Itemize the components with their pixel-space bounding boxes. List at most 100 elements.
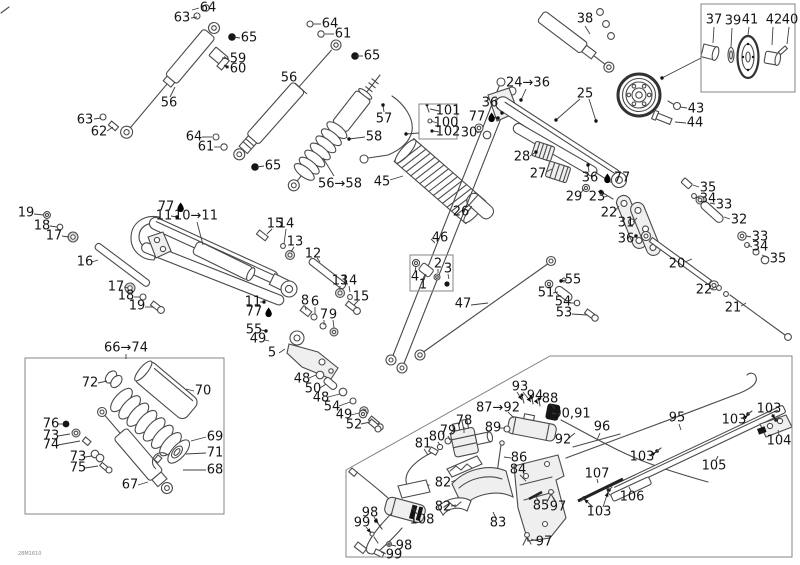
leader-line	[678, 423, 682, 431]
leader-line	[614, 205, 620, 212]
callout-38: 38	[577, 12, 594, 27]
leader-line	[432, 130, 440, 133]
callout-18: 18	[34, 219, 51, 234]
callout-29: 29	[566, 190, 583, 205]
leader-line	[429, 108, 440, 112]
leader-line	[545, 168, 553, 173]
callout-65: 65	[364, 49, 381, 64]
part-rear-shock-assembly	[62, 360, 198, 495]
callout-79: 79	[440, 424, 457, 439]
callout-17: 17	[46, 229, 63, 244]
callout-25: 25	[577, 87, 594, 102]
leader-line	[283, 228, 287, 245]
leader-line	[278, 348, 286, 354]
callout-69: 69	[207, 430, 224, 445]
leader-dot	[559, 279, 563, 283]
leader-dot	[634, 234, 638, 238]
leader-line	[437, 441, 441, 446]
callout-89: 89	[485, 421, 502, 436]
leader-arrowhead	[651, 452, 656, 457]
callout-11: 11	[245, 295, 262, 310]
diagram-artwork	[0, 4, 793, 559]
lubrication-droplet-icon	[604, 173, 611, 184]
leader-dot	[586, 163, 590, 167]
part-shock-spring-assembly	[287, 74, 413, 192]
part-shock-front	[99, 4, 236, 139]
callout-82: 82	[435, 500, 452, 515]
leader-line	[304, 305, 307, 311]
leader-line	[91, 259, 99, 263]
leader-line	[185, 388, 195, 392]
part-wheel-detail-inset	[700, 34, 789, 80]
leader-line	[266, 228, 273, 235]
leader-line	[520, 88, 527, 101]
callout-33: 33	[716, 198, 733, 213]
leader-line	[747, 244, 753, 248]
leader-line	[519, 474, 527, 482]
leader-arrowhead	[517, 395, 522, 400]
callout-5: 5	[268, 346, 276, 361]
callout-22: 22	[696, 283, 713, 298]
leader-line	[761, 254, 770, 259]
leader-line	[319, 383, 327, 389]
leader-line	[679, 106, 688, 109]
leader-line	[695, 196, 701, 199]
callout-83: 83	[490, 516, 507, 531]
leader-line	[196, 221, 204, 246]
callout-41: 41	[742, 13, 759, 28]
callout-20: 20	[669, 257, 686, 272]
callout-67: 67	[122, 478, 139, 493]
leader-line	[264, 339, 270, 342]
callout-56-58: 56→58	[318, 177, 362, 192]
leader-line	[467, 205, 473, 212]
callout-74: 74	[43, 438, 60, 453]
callout-50: 50	[305, 382, 322, 397]
callout-14: 14	[278, 217, 295, 232]
leader-line	[555, 98, 581, 121]
leader-line	[596, 478, 599, 484]
callout-98: 98	[396, 539, 413, 554]
part-rod-47	[414, 255, 557, 361]
leader-arrowhead	[224, 65, 229, 70]
leader-line	[571, 313, 588, 316]
leader-line	[84, 465, 99, 469]
leader-dot	[404, 132, 408, 136]
leader-arrowhead	[584, 499, 589, 504]
leader-line	[191, 7, 200, 11]
part-spring-adjuster-wire	[367, 95, 413, 159]
part-link-51	[544, 277, 599, 322]
leader-line	[169, 86, 176, 98]
callout-80: 80	[429, 430, 446, 445]
leader-line	[628, 486, 632, 492]
leader-line	[390, 544, 397, 547]
callout-16: 16	[77, 255, 94, 270]
callout-11: 11	[156, 209, 173, 224]
callout-49: 49	[250, 332, 267, 347]
callout-45: 45	[374, 175, 391, 190]
part-shock-center	[212, 20, 359, 171]
leader-line	[414, 265, 417, 273]
leader-arrowhead	[373, 518, 378, 523]
callout-33: 33	[752, 230, 769, 245]
callout-97: 97	[550, 500, 567, 515]
callout-40: 40	[782, 13, 799, 28]
callout-100: 100	[434, 116, 459, 131]
callout-30: 30	[461, 126, 478, 141]
callout-105: 105	[702, 459, 727, 474]
callout-99: 99	[386, 548, 403, 563]
callout-51: 51	[538, 286, 555, 301]
callout-88: 88	[542, 392, 559, 407]
leader-line	[661, 57, 702, 79]
callout-68: 68	[207, 463, 224, 478]
callout-43: 43	[688, 102, 705, 117]
part-main-spring	[393, 137, 487, 225]
leader-line	[550, 403, 556, 410]
leader-line	[33, 213, 45, 216]
callout-14: 14	[341, 274, 358, 289]
callout-65: 65	[265, 159, 282, 174]
callout-97: 97	[536, 535, 553, 550]
callout-56: 56	[161, 96, 178, 111]
leader-dot	[594, 119, 598, 123]
